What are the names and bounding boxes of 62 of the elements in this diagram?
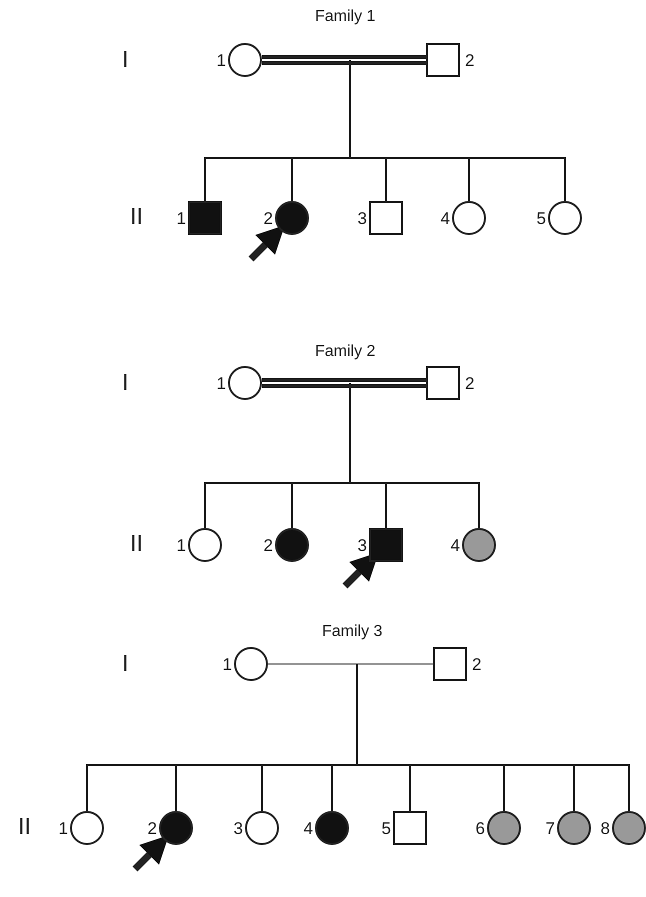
circle-symbol (452, 201, 486, 235)
circle-symbol (548, 201, 582, 235)
individual-number: 4 (440, 210, 450, 228)
individual-number: 7 (546, 820, 555, 838)
square-symbol (393, 811, 427, 845)
individual-number: 8 (600, 820, 610, 838)
individual-number: 1 (216, 52, 226, 70)
circle-symbol (188, 528, 222, 562)
individual-number: 5 (382, 820, 391, 838)
proband-arrow (132, 835, 169, 872)
individual-number: 2 (264, 537, 273, 555)
double-marriage-line (260, 55, 428, 65)
circle-symbol (159, 811, 193, 845)
square-symbol (369, 528, 403, 562)
family-title: Family 1 (315, 8, 376, 26)
individual-number: 3 (358, 210, 367, 228)
generation-label: II (18, 815, 31, 840)
circle-symbol (462, 528, 496, 562)
family-title: Family 2 (315, 343, 376, 361)
proband-arrow (248, 225, 285, 262)
individual-number: 1 (222, 656, 232, 674)
marriage-line (268, 663, 433, 665)
individual-number: 1 (58, 820, 68, 838)
circle-symbol (228, 43, 262, 77)
square-symbol (426, 366, 460, 400)
individual-number: 3 (358, 537, 367, 555)
circle-symbol (557, 811, 591, 845)
individual-number: 5 (536, 210, 546, 228)
generation-label: I (122, 652, 128, 677)
circle-symbol (487, 811, 521, 845)
square-symbol (188, 201, 222, 235)
double-marriage-line (260, 378, 428, 388)
circle-symbol (612, 811, 646, 845)
individual-number: 1 (176, 537, 186, 555)
individual-number: 3 (234, 820, 243, 838)
circle-symbol (70, 811, 104, 845)
descent-line (349, 60, 566, 201)
circle-symbol (245, 811, 279, 845)
individual-number: 1 (216, 375, 226, 393)
descent-line (356, 664, 630, 811)
circle-symbol (315, 811, 349, 845)
individual-number: 4 (450, 537, 460, 555)
circle-symbol (228, 366, 262, 400)
individual-number: 4 (304, 820, 313, 838)
generation-label: I (122, 48, 128, 73)
square-symbol (426, 43, 460, 77)
square-symbol (433, 647, 467, 681)
generation-label: II (130, 532, 143, 557)
generation-label: II (130, 205, 143, 230)
square-symbol (369, 201, 403, 235)
individual-number: 2 (148, 820, 157, 838)
individual-number: 2 (465, 375, 474, 393)
generation-label: I (122, 371, 128, 396)
individual-number: 2 (264, 210, 273, 228)
individual-number: 2 (472, 656, 482, 674)
circle-symbol (275, 528, 309, 562)
family-title: Family 3 (322, 623, 382, 641)
individual-number: 6 (476, 820, 485, 838)
individual-number: 1 (176, 210, 186, 228)
circle-symbol (234, 647, 268, 681)
circle-symbol (275, 201, 309, 235)
individual-number: 2 (465, 52, 474, 70)
